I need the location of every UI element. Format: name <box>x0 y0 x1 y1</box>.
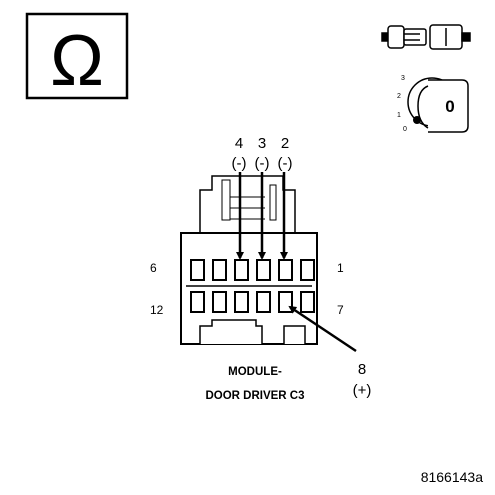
probe-polarity-4: (-) <box>232 155 247 172</box>
cavity-11 <box>212 291 227 313</box>
pin-label-7: 7 <box>337 303 344 317</box>
ignition-position-1: 1 <box>397 112 401 119</box>
probe-pin-3: 3 <box>258 135 266 152</box>
figure-id: 8166143a <box>421 469 484 485</box>
ignition-position-2: 2 <box>397 93 401 100</box>
pin-label-12: 12 <box>150 303 164 317</box>
cavity-9 <box>256 291 271 313</box>
cavity-7 <box>300 291 315 313</box>
ignition-key-icon: 3 2 1 0 0 <box>397 75 469 133</box>
cavity-6 <box>190 259 205 281</box>
cavity-10 <box>234 291 249 313</box>
cavity-1 <box>300 259 315 281</box>
ohm-symbol: Ω <box>50 21 104 101</box>
probe-pin-2: 2 <box>281 135 289 152</box>
probe-arrow-8 <box>288 305 357 353</box>
connector-cavities <box>190 259 315 313</box>
ignition-key-label: 0 <box>445 97 454 116</box>
ohm-icon: Ω <box>25 12 129 101</box>
cavity-8 <box>278 291 293 313</box>
probe-pin-8: 8 <box>358 361 366 378</box>
connector-name-line1: MODULE- <box>228 366 282 378</box>
cavity-12 <box>190 291 205 313</box>
ignition-position-3: 3 <box>401 75 405 82</box>
disconnected-connector-icon <box>381 24 471 50</box>
probe-polarity-8: (+) <box>353 382 372 399</box>
cavity-4 <box>234 259 249 281</box>
probe-polarity-2: (-) <box>278 155 293 172</box>
probe-polarity-3: (-) <box>255 155 270 172</box>
cavity-3 <box>256 259 271 281</box>
pin-label-1: 1 <box>337 261 344 275</box>
cavity-2 <box>278 259 293 281</box>
pin-label-6: 6 <box>150 261 157 275</box>
cavity-5 <box>212 259 227 281</box>
probe-pin-4: 4 <box>235 135 243 152</box>
ignition-position-0: 0 <box>403 126 407 133</box>
connector-name-line2: DOOR DRIVER C3 <box>205 390 304 402</box>
